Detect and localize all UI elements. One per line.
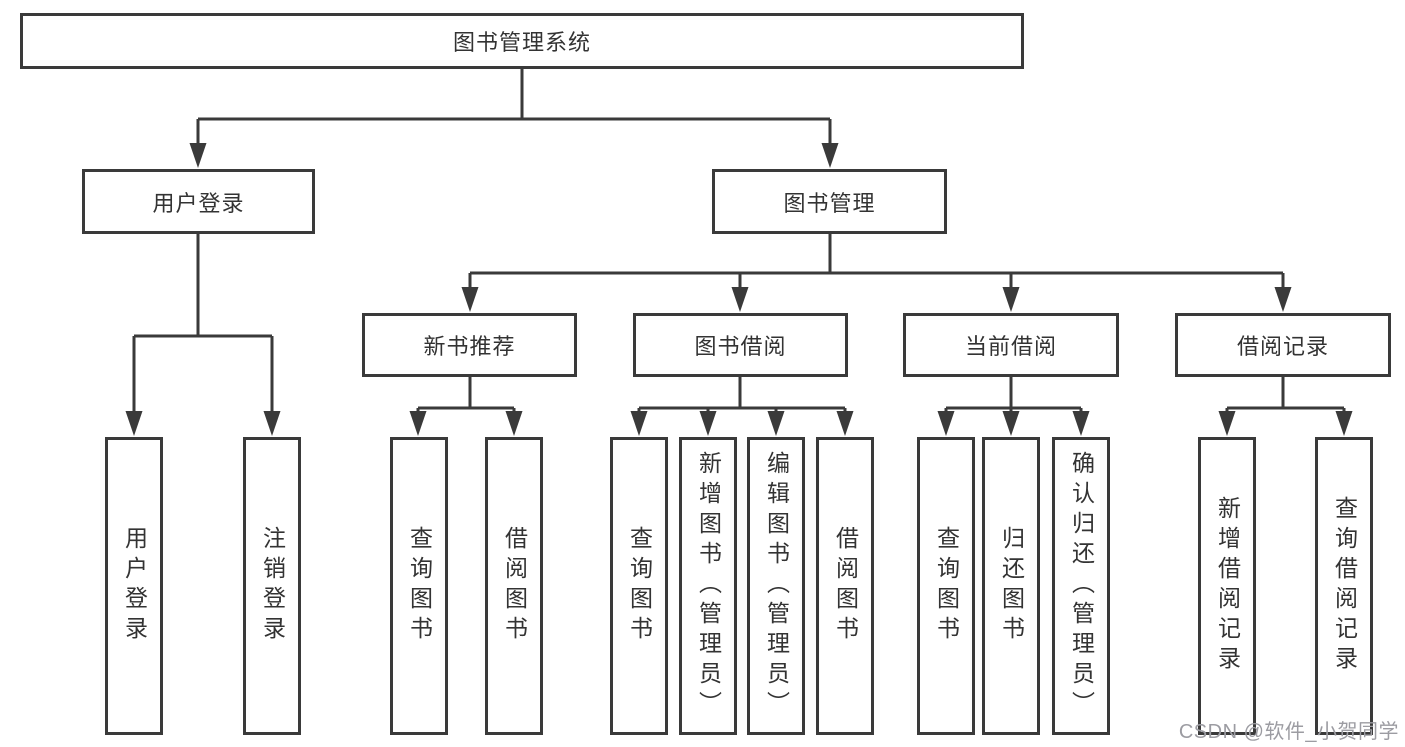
leaf-add-borrow-record-label: 新增借阅记录: [1214, 496, 1241, 676]
leaf-confirm-return-admin: 确认归还（管理员）: [1052, 437, 1110, 735]
connector-root: [196, 69, 832, 150]
arrow-icon: [699, 411, 717, 436]
leaf-rec-query-book: 查询图书: [390, 437, 448, 735]
leaf-logout-label: 注销登录: [259, 526, 286, 646]
leaf-confirm-return-admin-label: 确认归还（管理员）: [1068, 451, 1095, 721]
connector-user-login: [132, 234, 274, 418]
node-book-management-label: 图书管理: [783, 190, 876, 216]
arrow-icon: [263, 411, 281, 436]
arrow-icon: [731, 287, 749, 312]
connector-book-mgmt: [468, 233, 1285, 294]
node-book-borrow-label: 图书借阅: [694, 334, 787, 359]
leaf-current-query-book: 查询图书: [917, 437, 975, 735]
arrow-icon: [630, 411, 648, 436]
leaf-borrow-query-book: 查询图书: [610, 437, 668, 735]
leaf-return-book: 归还图书: [982, 437, 1040, 735]
leaf-edit-book-admin-label: 编辑图书（管理员）: [763, 451, 790, 721]
connector-borrow-record: [1225, 377, 1346, 418]
leaf-add-book-admin-label: 新增图书（管理员）: [695, 451, 722, 721]
leaf-rec-borrow-book-label: 借阅图书: [501, 526, 528, 646]
leaf-user-login-label: 用户登录: [121, 526, 148, 646]
csdn-watermark: CSDN @软件_小贺同学: [1178, 721, 1399, 743]
arrow-icon: [836, 411, 854, 436]
leaf-borrow-book-label: 借阅图书: [832, 526, 859, 646]
leaf-user-login: 用户登录: [105, 437, 163, 735]
node-new-book-recommend-label: 新书推荐: [423, 334, 516, 359]
arrow-icon: [505, 411, 523, 436]
arrow-icon: [1002, 287, 1020, 312]
leaf-logout: 注销登录: [243, 437, 301, 735]
arrow-icon: [937, 411, 955, 436]
arrow-icon: [821, 143, 839, 168]
node-current-borrow: 当前借阅: [903, 313, 1119, 377]
node-book-management: 图书管理: [712, 169, 947, 234]
leaf-add-borrow-record: 新增借阅记录: [1198, 437, 1256, 735]
arrow-icon: [461, 287, 479, 312]
node-root-label: 图书管理系统: [452, 30, 591, 55]
leaf-add-book-admin: 新增图书（管理员）: [679, 437, 737, 735]
leaf-return-book-label: 归还图书: [998, 526, 1025, 646]
node-borrow-record: 借阅记录: [1175, 313, 1391, 377]
arrow-icon: [1335, 411, 1353, 436]
leaf-rec-query-book-label: 查询图书: [406, 526, 433, 646]
leaf-query-borrow-record-label: 查询借阅记录: [1331, 496, 1358, 676]
node-borrow-record-label: 借阅记录: [1236, 334, 1329, 359]
leaf-query-borrow-record: 查询借阅记录: [1315, 437, 1373, 735]
arrow-icon: [1072, 411, 1090, 436]
arrow-icon: [125, 411, 143, 436]
connector-current-borrow: [944, 377, 1083, 418]
node-new-book-recommend: 新书推荐: [362, 313, 577, 377]
arrow-icon: [767, 411, 785, 436]
node-current-borrow-label: 当前借阅: [964, 334, 1057, 359]
arrow-icon: [1218, 411, 1236, 436]
leaf-borrow-book: 借阅图书: [816, 437, 874, 735]
arrow-icon: [1274, 287, 1292, 312]
arrow-icon: [1002, 411, 1020, 436]
arrow-icon: [409, 411, 427, 436]
node-root: 图书管理系统: [20, 13, 1024, 69]
leaf-edit-book-admin: 编辑图书（管理员）: [747, 437, 805, 735]
leaf-borrow-query-book-label: 查询图书: [626, 526, 653, 646]
leaf-rec-borrow-book: 借阅图书: [485, 437, 543, 735]
connector-new-book-rec: [416, 377, 516, 418]
arrow-icon: [189, 143, 207, 168]
node-book-borrow: 图书借阅: [633, 313, 848, 377]
node-user-login-label: 用户登录: [152, 190, 245, 216]
node-user-login: 用户登录: [82, 169, 315, 234]
connector-book-borrow: [637, 377, 847, 418]
leaf-current-query-book-label: 查询图书: [933, 526, 960, 646]
